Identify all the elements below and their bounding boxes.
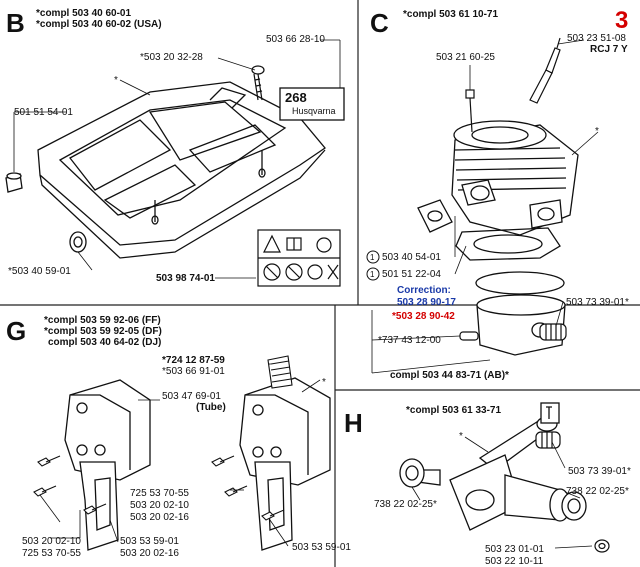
callout-g-screw-left-b: 725 53 70-55 — [22, 548, 81, 559]
gasket-base-drawing — [455, 227, 561, 261]
wrench-box-drawing — [540, 402, 560, 424]
callout-g-tube-word: (Tube) — [196, 402, 226, 413]
needle-bearing-h-drawing — [535, 431, 561, 449]
section-b-header-1: *compl 503 40 60-01 — [36, 8, 132, 19]
callout-g-plate-a: 503 53 59-01 — [120, 536, 179, 547]
section-c-header: *compl 503 61 10-71 — [403, 9, 499, 20]
spark-screen-drawing — [267, 355, 293, 389]
gasket-small-drawing — [417, 199, 453, 233]
muffler-left-drawing — [64, 379, 151, 551]
section-letter-h: H — [344, 408, 363, 438]
callout-b-plug: 501 51 54-01 — [14, 107, 73, 118]
screw-b-drawing — [251, 65, 265, 101]
section-b-header-2: *compl 503 40 60-02 (USA) — [36, 19, 162, 30]
needle-bearing-c-drawing — [539, 323, 567, 341]
callout-c-gasket-1: 503 40 54-01 — [382, 252, 441, 263]
screws-g-drawing — [33, 455, 285, 521]
decal-drawing — [279, 87, 345, 121]
piston-drawing — [476, 294, 566, 356]
callout-g-screw-right: 503 53 59-01 — [292, 542, 351, 553]
section-letter-g: G — [6, 316, 27, 346]
cover-drawing — [37, 81, 326, 259]
callout-c-gasket-2: 501 51 22-04 — [382, 269, 441, 280]
callout-g-plate-b: 503 20 02-16 — [120, 548, 179, 559]
callout-g-tube-part: 503 47 69-01 — [162, 391, 221, 402]
warning-label-drawing — [257, 229, 341, 287]
callout-c-bearing: 503 73 39-01* — [566, 297, 629, 308]
piston-ring-drawing — [475, 271, 565, 295]
section-g-header-1: *compl 503 59 92-06 (FF) — [44, 315, 161, 326]
callout-g-list-2: 503 20 02-10 — [130, 500, 189, 511]
callout-c-kit: compl 503 44 83-71 (AB)* — [390, 370, 509, 381]
callout-b-screw: *503 20 32-28 — [140, 52, 203, 63]
section-letter-b: B — [6, 8, 25, 38]
page-number: 3 — [615, 7, 629, 34]
plug-drawing — [5, 172, 23, 193]
muffler-right-drawing — [239, 377, 331, 551]
callout-c-bolt: 503 21 60-25 — [436, 52, 495, 63]
circle-marker-1: 1 — [370, 253, 375, 262]
callout-c-spark-plug: 503 23 51-08 — [567, 33, 626, 44]
leader-lines — [13, 39, 599, 549]
section-g-header-3: compl 503 40 64-02 (DJ) — [48, 337, 162, 348]
callout-h-washer-left: 738 22 02-25* — [374, 499, 437, 510]
callout-h-key-a: 503 23 01-01 — [485, 544, 544, 555]
circle-markers — [366, 250, 380, 281]
washer-h-drawing — [594, 539, 610, 553]
callout-b-warning-label: 503 98 74-01 — [156, 273, 215, 284]
callout-h-key-b: 503 22 10-11 — [485, 556, 544, 567]
callout-b-grommet: *503 40 59-01 — [8, 266, 71, 277]
callout-b-decal: 503 66 28-10 — [266, 34, 325, 45]
callout-g-screw-left-a: 503 20 02-10 — [22, 536, 81, 547]
callout-h-star: * — [459, 431, 463, 442]
callout-c-spark-plug-type: RCJ 7 Y — [590, 44, 628, 55]
decal-brand-text: Husqvarna — [292, 106, 336, 116]
callout-g-screen-b: *503 66 91-01 — [162, 366, 225, 377]
callout-h-washer-right: 738 22 02-25* — [566, 486, 629, 497]
section-g-header-2: *compl 503 59 92-05 (DF) — [44, 326, 162, 337]
correction-old-part: 503 28 90-17 — [397, 297, 456, 308]
correction-new-part: *503 28 90-42 — [392, 311, 455, 322]
bearing-left-h-drawing — [399, 458, 425, 488]
bearing-right-h-drawing — [561, 491, 587, 521]
section-letter-c: C — [370, 8, 389, 38]
grommet-drawing — [69, 231, 87, 253]
piston-pin-drawing — [459, 331, 479, 341]
callout-g-screen-a: *724 12 87-59 — [162, 355, 225, 366]
callout-g-list-1: 725 53 70-55 — [130, 488, 189, 499]
cylinder-drawing — [451, 120, 579, 236]
spark-plug-drawing — [529, 37, 561, 104]
callout-c-pin: *737 43 12-00 — [378, 335, 441, 346]
circle-marker-2: 1 — [370, 270, 375, 279]
callout-g-list-3: 503 20 02-16 — [130, 512, 189, 523]
decal-model-text: 268 — [285, 90, 307, 105]
callout-b-star: * — [114, 75, 118, 86]
callout-h-bearing: 503 73 39-01* — [568, 466, 631, 477]
section-h-header: *compl 503 61 33-71 — [406, 405, 502, 416]
callout-g-star: * — [322, 377, 326, 388]
callout-c-star: * — [595, 126, 599, 137]
correction-title: Correction: — [397, 285, 451, 296]
